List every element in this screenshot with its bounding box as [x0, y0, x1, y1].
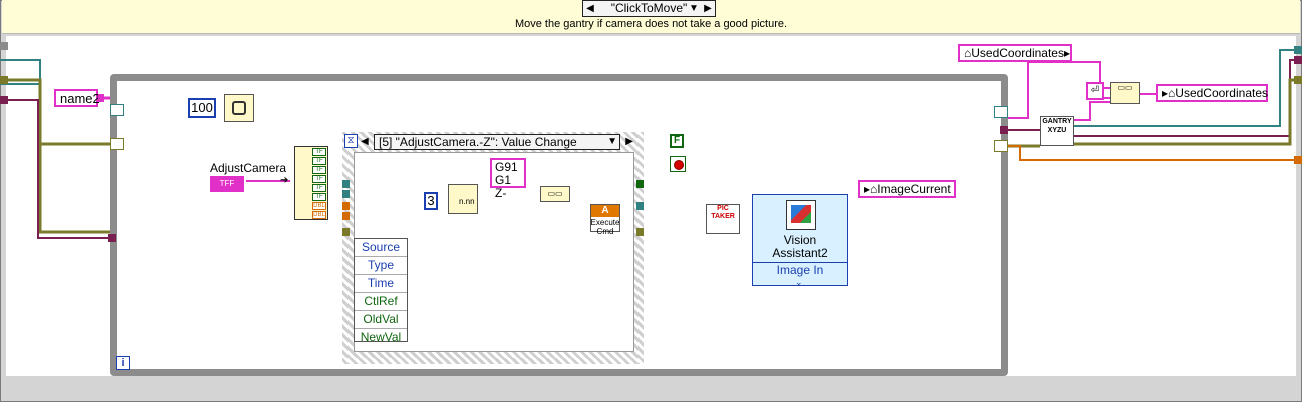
dropdown-arrow-icon[interactable]: ▼ [689, 3, 699, 14]
wire-orange-out [1008, 145, 1302, 161]
case-tunnel-right-2 [1294, 56, 1302, 64]
event-data-source[interactable]: Source [355, 239, 407, 257]
precision-constant[interactable]: 3 [424, 192, 438, 210]
gcode-line-1: G91 [495, 160, 518, 174]
local-variable-arrow-icon: ▸⌂ [1162, 86, 1176, 100]
event-selector-label: [5] "AdjustCamera.-Z": Value Change [379, 135, 577, 149]
wire-olive-left [0, 78, 116, 146]
used-coordinates-write-label: UsedCoordinates [1175, 86, 1268, 100]
gantry-xyzu-subvi[interactable]: GANTRY XYZU [1040, 116, 1074, 146]
tunnel-orange-event [342, 202, 350, 210]
case-tunnel-right-3 [1294, 76, 1302, 84]
build-array-node[interactable]: ▭▭ [1110, 82, 1140, 104]
adjust-camera-label: AdjustCamera [210, 161, 287, 175]
event-selector[interactable]: [5] "AdjustCamera.-Z": Value Change ▼ ◀ … [361, 134, 633, 150]
wait-constant[interactable]: 100 [188, 98, 216, 118]
tf-terminal-6: TF [312, 193, 326, 201]
dbl-terminal-2: DBL [312, 211, 326, 219]
execute-cmd-subvi[interactable]: A [590, 204, 620, 232]
used-coordinates-read-local[interactable]: ⌂UsedCoordinates▸ [958, 44, 1072, 62]
tunnel-olive-event-out [636, 228, 644, 236]
decrement-arrow-icon[interactable]: ◀ [586, 3, 594, 14]
tunnel-orange-event2 [342, 212, 350, 220]
event-data-time[interactable]: Time [355, 275, 407, 293]
vision-image-icon [791, 205, 811, 223]
increment-arrow-icon[interactable]: ▶ [704, 3, 712, 14]
image-current-local[interactable]: ▸⌂ImageCurrent [858, 180, 956, 198]
case-tunnel-left-1 [0, 42, 8, 50]
event-data-newval[interactable]: NewVal [360, 330, 402, 344]
tf-terminal-5: TF [312, 184, 326, 192]
adjust-camera-wire [246, 180, 290, 182]
wire-pink-gantry-out [1072, 101, 1110, 121]
name-control[interactable]: name2 [54, 89, 100, 107]
case-tunnel-left-3 [0, 96, 8, 104]
tf-terminal-4: TF [312, 175, 326, 183]
wait-ms-node[interactable] [224, 94, 254, 122]
execute-cmd-icon: A [591, 205, 619, 217]
local-variable-arrow-icon: ▸⌂ [864, 182, 878, 196]
vision-assistant-label: Vision Assistant2 [772, 233, 828, 260]
event-data-type[interactable]: Type [355, 257, 407, 275]
shift-register-left-teal [110, 104, 124, 116]
stop-terminal[interactable] [670, 156, 686, 172]
wire-teal-out [1072, 49, 1302, 127]
tf-terminal-1: TF [312, 148, 326, 156]
gcode-constant[interactable]: G91 G1 Z- [490, 158, 526, 200]
event-data-oldval[interactable]: OldVal [355, 311, 407, 329]
dbl-terminal-1: DBL [312, 202, 326, 210]
tf-terminal-2: TF [312, 157, 326, 165]
execute-cmd-label: Execute Cmd [590, 218, 620, 236]
vision-assistant-icon [786, 200, 816, 230]
empty-array-constant[interactable]: ⏎ [1086, 82, 1104, 100]
case-selector[interactable]: ◀ "ClickToMove" ▼ ▶ [582, 0, 716, 17]
tunnel-olive-event [342, 228, 350, 236]
tunnel-teal-event-out [636, 202, 644, 210]
tunnel-purple-right [1000, 126, 1008, 134]
dropdown-arrow-icon[interactable]: ▼ [607, 136, 617, 147]
case-tunnel-left-2 [0, 76, 8, 84]
shift-register-right-olive [994, 140, 1008, 152]
expand-chevron-icon[interactable]: ⌄ [795, 277, 803, 287]
concatenate-strings-node[interactable]: ▭▭ [540, 186, 570, 202]
format-label: n.nn [459, 197, 475, 206]
local-variable-icon: ⌂ [964, 46, 972, 60]
used-coordinates-read-label: UsedCoordinates [971, 46, 1064, 60]
false-constant[interactable]: F [670, 134, 684, 148]
decrement-arrow-icon[interactable]: ◀ [361, 136, 369, 147]
case-tunnel-right-1 [1294, 46, 1302, 54]
event-data-node[interactable]: Source Type Time CtlRef OldVal NewVal [354, 238, 408, 344]
iteration-terminal: i [116, 356, 130, 370]
adjust-camera-terminal[interactable]: TFF [210, 176, 244, 192]
event-timeout-icon[interactable]: ⧖ [344, 134, 358, 148]
pic-taker-subvi[interactable]: PIC TAKER [706, 204, 740, 234]
number-to-fractional-string-node[interactable]: n.nn [448, 184, 478, 214]
local-variable-arrow-icon: ▸ [1063, 46, 1070, 60]
event-data-ctlref[interactable]: CtlRef [355, 293, 407, 311]
case-selector-label: "ClickToMove" [610, 1, 688, 15]
wire-purple-left [0, 99, 114, 239]
name-control-terminal [98, 94, 104, 102]
wire-teal-left [0, 59, 41, 85]
used-coordinates-write-local[interactable]: ▸⌂UsedCoordinates [1156, 84, 1268, 102]
shift-register-right-teal [994, 106, 1008, 118]
tunnel-teal-event [342, 180, 350, 188]
increment-arrow-icon[interactable]: ▶ [625, 136, 633, 147]
gcode-line-2: G1 Z- [495, 173, 512, 200]
stopwatch-icon [232, 101, 246, 115]
subdiagram-label: Move the gantry if camera does not take … [514, 18, 788, 30]
vision-image-in-terminal[interactable]: Image In [753, 262, 847, 277]
tunnel-purple-left [108, 234, 116, 242]
tunnel-teal-event2 [342, 190, 350, 198]
image-current-label: ImageCurrent [877, 182, 951, 196]
tf-terminal-3: TF [312, 166, 326, 174]
tunnel-green-event [636, 180, 644, 188]
arrow-right-icon: ➔ [280, 175, 289, 186]
case-tunnel-right-4 [1294, 156, 1302, 164]
shift-register-left-olive [110, 138, 124, 150]
